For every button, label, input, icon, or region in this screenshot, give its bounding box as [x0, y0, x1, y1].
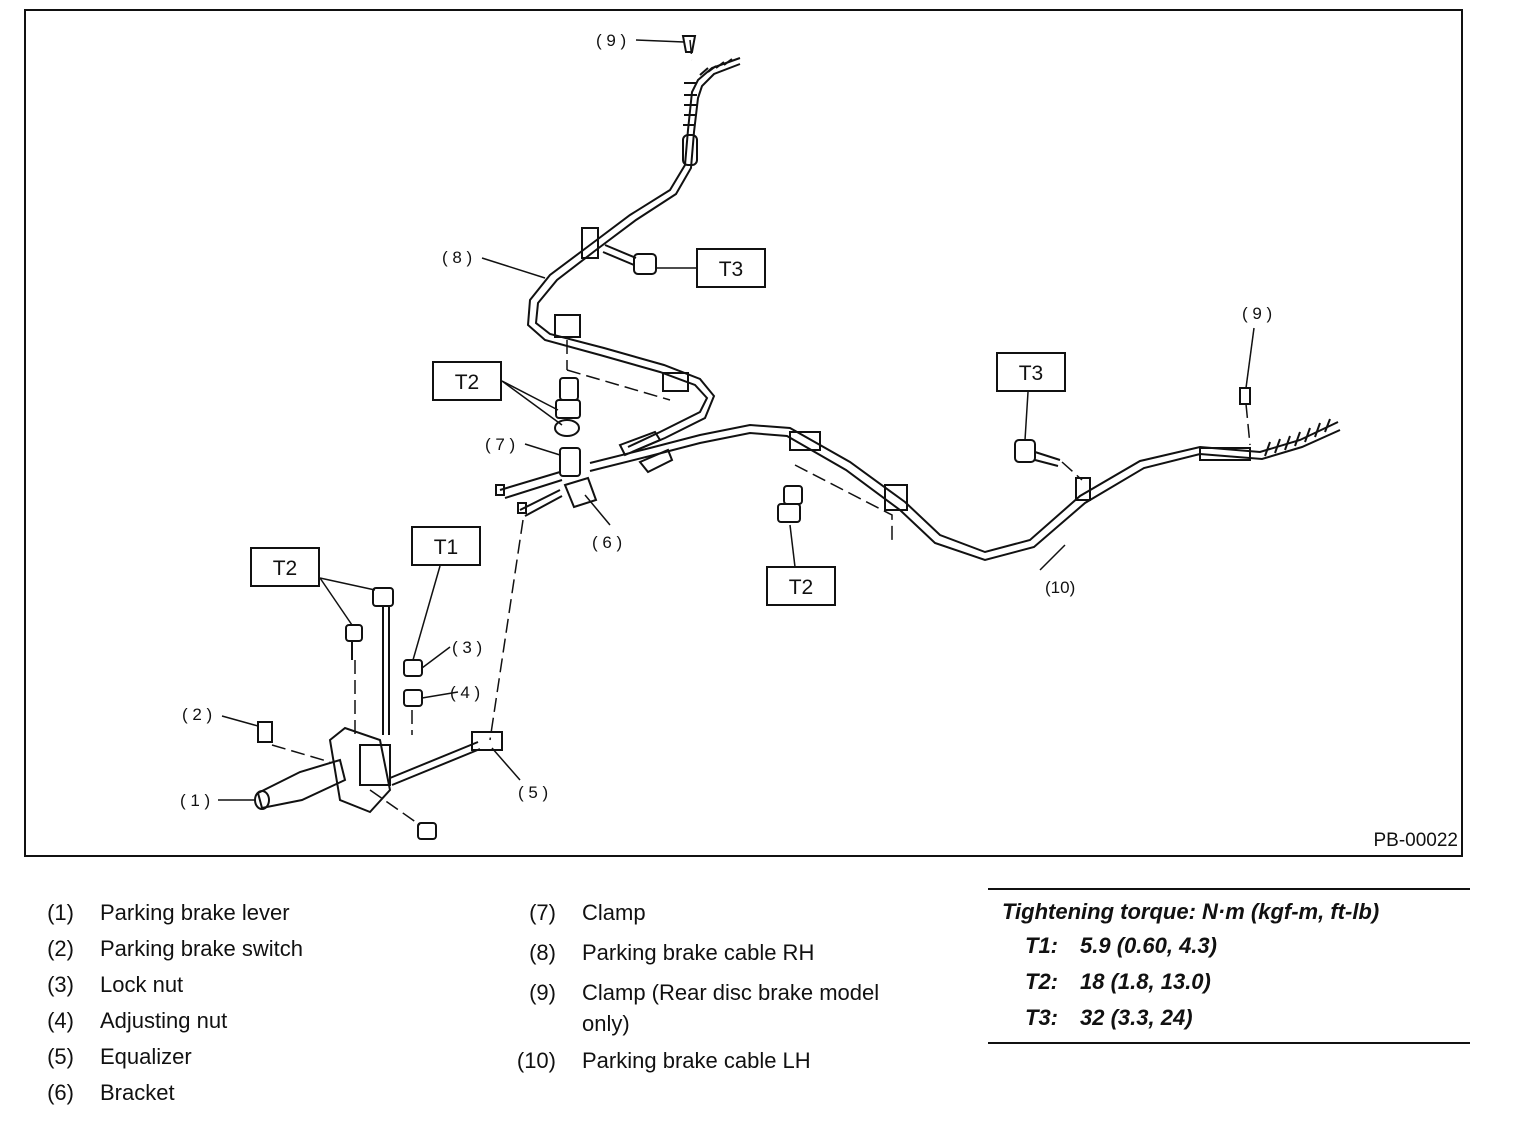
legend-item: (4) Adjusting nut [30, 1003, 450, 1039]
bolt-t3-upper [602, 244, 657, 275]
legend-number: (10) [516, 1048, 556, 1073]
callout-4: ( 4 ) [450, 683, 480, 702]
legend-text: Lock nut [100, 972, 184, 997]
legend-number: (6) [47, 1080, 74, 1105]
cable-bracket [581, 227, 599, 259]
legend-item: (10) Parking brake cable LH [512, 1043, 952, 1079]
callout-6: ( 6 ) [592, 533, 622, 552]
legend-text: Clamp [582, 900, 646, 925]
torque-row: T3: 32 (3.3, 24) [988, 1000, 1470, 1036]
torque-heading: Tightening torque: N·m (kgf-m, ft-lb) [1002, 899, 1380, 924]
cable-lh [589, 387, 1341, 562]
torque-key: T1: [1025, 933, 1058, 958]
legend-column-1: (1) Parking brake lever (2) Parking brake … [30, 895, 450, 1111]
bolt-t2-cable [777, 485, 803, 523]
legend-item: (9) Clamp (Rear disc brake model only) [512, 975, 952, 1039]
torque-box-t1: T1 [434, 536, 459, 559]
torque-value: 32 (3.3, 24) [1080, 1005, 1193, 1030]
legend-number: (4) [47, 1008, 74, 1033]
legend-text: Clamp (Rear disc brake model only) [582, 980, 880, 1036]
cable-bracket [884, 484, 908, 511]
torque-key: T3: [1025, 1005, 1058, 1030]
clamp-assembly [495, 430, 674, 517]
legend-column-2: (7) Clamp (8) Parking brake cable RH (9) Cl… [512, 895, 952, 1083]
callout-3: ( 3 ) [452, 638, 482, 657]
legend-item: (7) Clamp [512, 895, 952, 931]
callout-8: ( 8 ) [442, 248, 472, 267]
legend-number: (7) [529, 900, 556, 925]
callout-2: ( 2 ) [182, 705, 212, 724]
torque-table: Tightening torque: N·m (kgf-m, ft-lb) T1… [988, 888, 1470, 1044]
callout-5: ( 5 ) [518, 783, 548, 802]
legend-number: (5) [47, 1044, 74, 1069]
legend-item: (1) Parking brake lever [30, 895, 450, 931]
torque-box-t2-upper: T2 [455, 371, 480, 394]
bolt-t2-upper [554, 377, 581, 437]
cable-rh [526, 35, 741, 453]
legend-text: Parking brake lever [100, 900, 290, 925]
legend-text: Parking brake cable RH [582, 940, 815, 965]
bolt-t3-lower [1014, 439, 1061, 467]
torque-value: 18 (1.8, 13.0) [1080, 969, 1211, 994]
legend-text: Adjusting nut [100, 1008, 228, 1033]
callout-9-right: ( 9 ) [1242, 304, 1272, 323]
figure-code: PB-00022 [1373, 830, 1458, 851]
legend-number: (9) [529, 980, 556, 1005]
callout-9-upper: ( 9 ) [596, 31, 626, 50]
legend-number: (1) [47, 900, 74, 925]
torque-box-t3-lower: T3 [1019, 362, 1044, 385]
legend-text: Parking brake cable LH [582, 1048, 811, 1073]
legend-number: (3) [47, 972, 74, 997]
cable-bracket [662, 372, 689, 392]
torque-row: T2: 18 (1.8, 13.0) [988, 964, 1470, 1000]
torque-row: T1: 5.9 (0.60, 4.3) [988, 928, 1470, 964]
legend-item: (2) Parking brake switch [30, 931, 450, 967]
callout-10: (10) [1045, 578, 1075, 597]
legend-number: (2) [47, 936, 74, 961]
cable-bracket [554, 314, 581, 338]
legend-item: (5) Equalizer [30, 1039, 450, 1075]
legend-item: (3) Lock nut [30, 967, 450, 1003]
cable-bracket [1075, 477, 1091, 501]
callout-7: ( 7 ) [485, 435, 515, 454]
legend-text: Parking brake switch [100, 936, 303, 961]
callout-1: ( 1 ) [180, 791, 210, 810]
legend-number: (8) [529, 940, 556, 965]
diagram-frame [24, 9, 1463, 857]
torque-key: T2: [1025, 969, 1058, 994]
torque-box-t2-cable: T2 [789, 576, 814, 599]
legend-text: Bracket [100, 1080, 175, 1105]
lever-assembly [254, 587, 503, 840]
torque-box-t3-upper: T3 [719, 258, 744, 281]
legend-item: (8) Parking brake cable RH [512, 935, 952, 971]
legend-text: Equalizer [100, 1044, 192, 1069]
torque-box-t2-lever: T2 [273, 557, 298, 580]
torque-value: 5.9 (0.60, 4.3) [1080, 933, 1217, 958]
parking-brake-diagram: T3 T3 T2 T2 T2 T1 ( 9 ) ( 8 ) ( 9 ) ( 7 … [24, 9, 1463, 857]
legend-item: (6) Bracket [30, 1075, 450, 1111]
cable-bracket [789, 431, 821, 451]
